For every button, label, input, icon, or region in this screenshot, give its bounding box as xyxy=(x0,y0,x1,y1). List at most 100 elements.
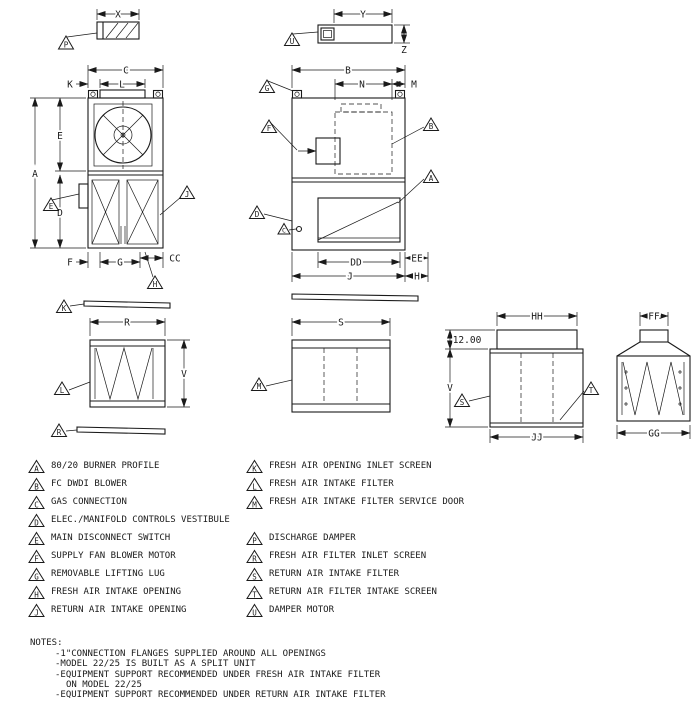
legend-text: RETURN AIR INTAKE OPENING xyxy=(51,605,187,615)
dim-label-n: N xyxy=(359,80,365,91)
legend-item: G REMOVABLE LIFTING LUG xyxy=(28,565,230,583)
dim-label-g: G xyxy=(117,258,123,269)
legend-item: T RETURN AIR FILTER INTAKE SCREEN xyxy=(246,583,464,601)
dim-label-dd: DD xyxy=(350,258,362,269)
legend-item: C GAS CONNECTION xyxy=(28,493,230,511)
return-screen-hopper: FF GG xyxy=(616,310,691,441)
legend-item: A 80/20 BURNER PROFILE xyxy=(28,457,230,475)
side-view: B N M DD EE J H xyxy=(248,64,440,302)
callout-M: M xyxy=(250,377,293,391)
callout-D: D xyxy=(248,205,293,222)
dim-label-cc: CC xyxy=(169,254,180,265)
legend-item: M FRESH AIR INTAKE FILTER SERVICE DOOR xyxy=(246,493,464,511)
triangle-callout-icon: D xyxy=(28,513,45,527)
svg-text:L: L xyxy=(252,482,257,491)
svg-text:P: P xyxy=(252,536,257,545)
legend-item: L FRESH AIR INTAKE FILTER xyxy=(246,475,464,493)
triangle-callout-icon: B xyxy=(28,477,45,491)
dim-label-ee: EE xyxy=(411,254,423,265)
dim-label-x: X xyxy=(115,10,121,21)
dim-label-c: C xyxy=(123,66,129,77)
dim-label-e: E xyxy=(57,131,63,142)
svg-text:J: J xyxy=(34,608,39,617)
legend-item: E MAIN DISCONNECT SWITCH xyxy=(28,529,230,547)
callout-letter: S xyxy=(460,398,465,407)
triangle-callout-icon: L xyxy=(246,477,263,491)
notes-title: NOTES: xyxy=(30,638,63,648)
dim-label-a: A xyxy=(32,169,38,180)
triangle-callout-icon: H xyxy=(28,585,45,599)
callout-J: J xyxy=(159,185,196,216)
callout-letter: G xyxy=(265,84,270,93)
callout-B: B xyxy=(391,117,440,145)
dim-label-m: M xyxy=(411,80,417,91)
legend-text: 80/20 BURNER PROFILE xyxy=(51,461,160,471)
notes-section: NOTES: -1"CONNECTION FLANGES SUPPLIED AR… xyxy=(30,638,386,700)
filter-inlet-screen xyxy=(76,426,166,435)
svg-text:E: E xyxy=(34,536,39,545)
callout-letter: E xyxy=(49,202,54,211)
callout-R: R xyxy=(50,423,166,437)
legend-item: S RETURN AIR INTAKE FILTER xyxy=(246,565,464,583)
legend-spacer xyxy=(246,511,464,529)
triangle-callout-icon: E xyxy=(28,531,45,545)
callout-H: H xyxy=(144,251,164,289)
disconnect-switch xyxy=(78,183,89,209)
base-screen xyxy=(291,293,419,302)
svg-text:R: R xyxy=(252,554,257,563)
note-line: -MODEL 22/25 IS BUILT AS A SPLIT UNIT xyxy=(55,659,256,670)
svg-text:K: K xyxy=(252,464,257,473)
legend-text: GAS CONNECTION xyxy=(51,497,127,507)
service-door-detail: S M xyxy=(250,316,391,413)
dim-label-ff: FF xyxy=(648,312,660,323)
dim-label-jj: JJ xyxy=(531,433,542,444)
dim-label-k: K xyxy=(67,80,73,91)
dim-label-j: J xyxy=(347,272,353,283)
legend-text: FRESH AIR INTAKE FILTER SERVICE DOOR xyxy=(269,497,465,507)
triangle-callout-icon: U xyxy=(246,603,263,617)
callout-G: G xyxy=(258,79,294,93)
dim-label-v2: V xyxy=(447,383,453,394)
triangle-callout-icon: K xyxy=(246,459,263,473)
callout-letter: M xyxy=(257,382,262,391)
dim-label-v: V xyxy=(181,369,187,380)
svg-text:C: C xyxy=(34,500,39,509)
callout-E: E xyxy=(42,193,80,211)
svg-text:B: B xyxy=(34,482,39,491)
triangle-callout-icon: R xyxy=(246,549,263,563)
callout-K: K xyxy=(55,299,171,313)
svg-text:U: U xyxy=(252,608,257,617)
legend-item: H FRESH AIR INTAKE OPENING xyxy=(28,583,230,601)
callout-P: P xyxy=(57,32,98,50)
svg-text:M: M xyxy=(252,500,257,509)
legend-text: RETURN AIR INTAKE FILTER xyxy=(269,569,400,579)
fresh-air-filter-detail: R V L R xyxy=(50,316,190,437)
dim-label-r: R xyxy=(124,318,130,329)
svg-text:F: F xyxy=(34,554,39,563)
note-line: -1"CONNECTION FLANGES SUPPLIED AROUND AL… xyxy=(55,649,326,659)
legend-column-right: K FRESH AIR OPENING INLET SCREEN L FRESH… xyxy=(246,457,464,619)
legend-item: J RETURN AIR INTAKE OPENING xyxy=(28,601,230,619)
note-line: ON MODEL 22/25 xyxy=(66,679,142,690)
legend-text: FRESH AIR FILTER INLET SCREEN xyxy=(269,551,427,561)
callout-S: S xyxy=(453,393,491,407)
legend-item: K FRESH AIR OPENING INLET SCREEN xyxy=(246,457,464,475)
callout-L: L xyxy=(53,381,91,395)
callout-letter: B xyxy=(429,122,434,131)
triangle-callout-icon: C xyxy=(28,495,45,509)
damper-motor-detail: Y Z U xyxy=(283,8,410,58)
legend-item: R FRESH AIR FILTER INLET SCREEN xyxy=(246,547,464,565)
note-line: -EQUIPMENT SUPPORT RECOMMENDED UNDER RET… xyxy=(55,690,386,701)
svg-text:S: S xyxy=(252,572,257,581)
callout-F: F xyxy=(260,119,298,151)
legend-text: REMOVABLE LIFTING LUG xyxy=(51,569,165,579)
callout-letter: K xyxy=(62,304,67,313)
callout-U: U xyxy=(283,31,319,46)
dim-label-d: D xyxy=(57,208,63,219)
triangle-callout-icon: G xyxy=(28,567,45,581)
dim-label-b: B xyxy=(345,66,351,77)
gas-connection-stub xyxy=(295,225,303,233)
triangle-callout-icon: A xyxy=(28,459,45,473)
return-air-hopper: HH 12.00 V JJ S T xyxy=(445,310,600,445)
